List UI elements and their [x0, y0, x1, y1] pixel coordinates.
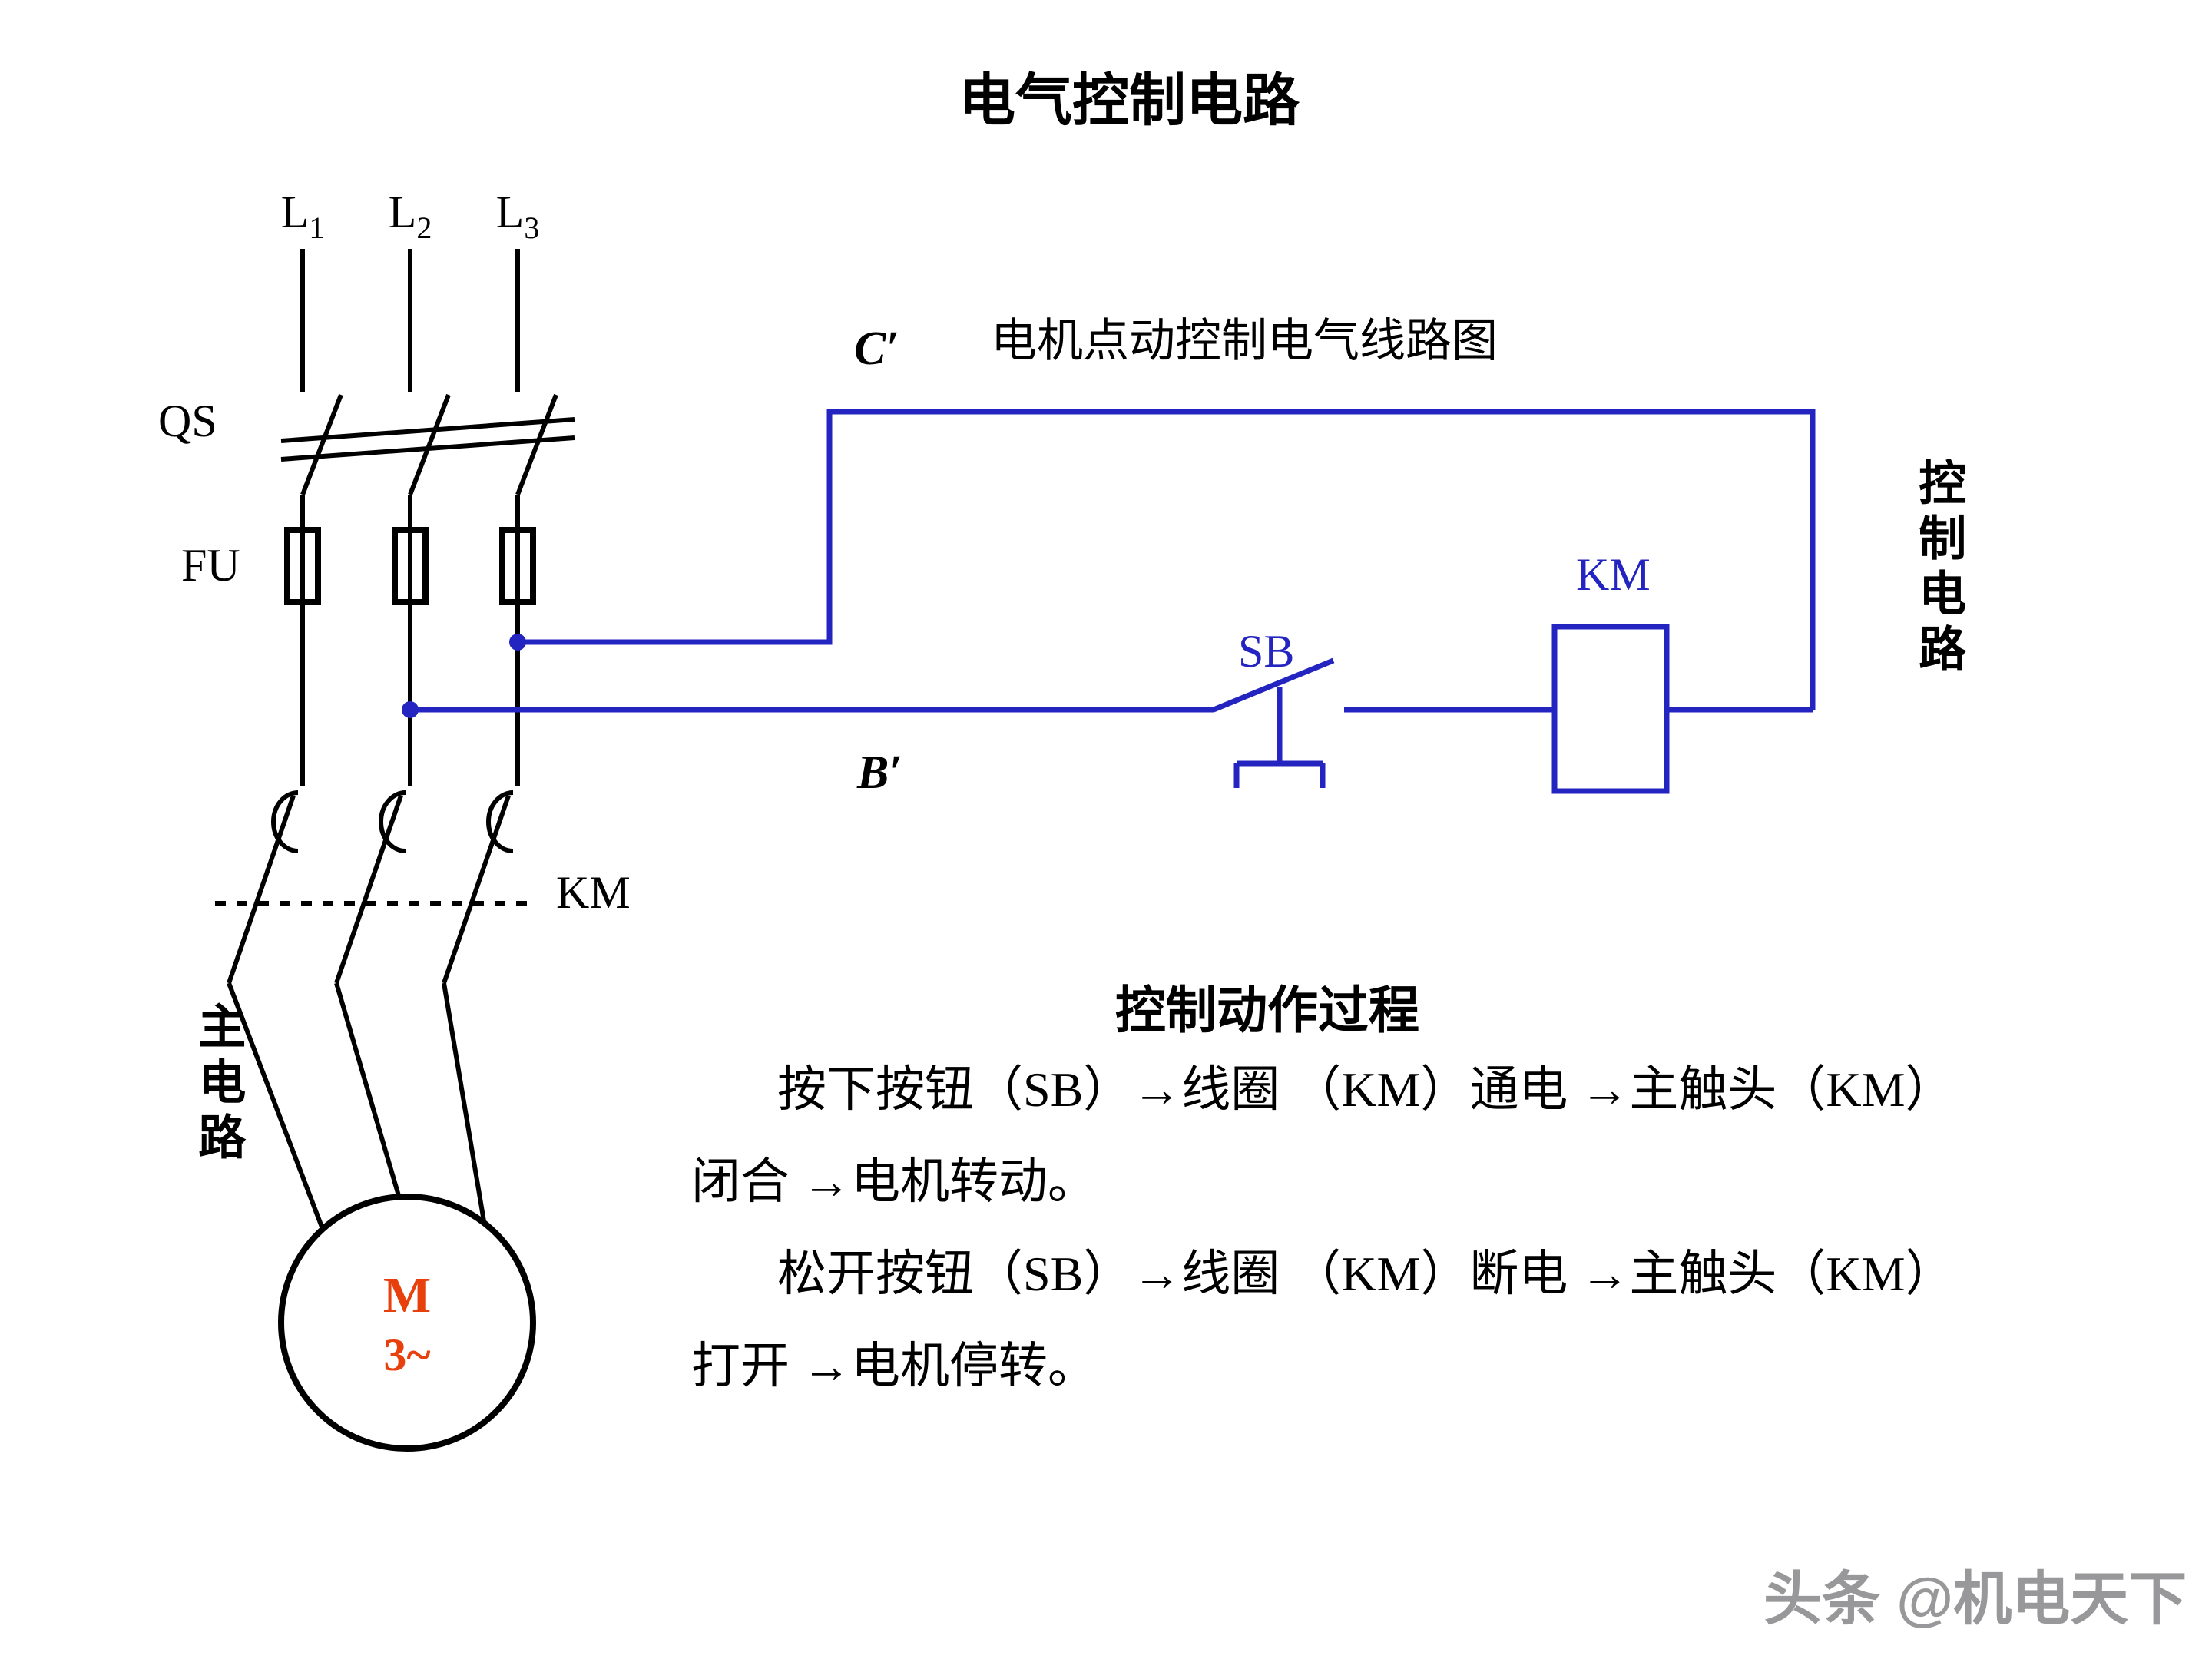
- qs-linkage-line-1: [280, 417, 575, 443]
- sb-label: SB: [1238, 627, 1295, 677]
- phase-letter: L: [388, 187, 417, 238]
- process-heading: 控制动作过程: [1115, 982, 1419, 1038]
- phase-subscript: 2: [416, 212, 432, 246]
- junction-dot-l2: [402, 701, 419, 718]
- diagram-subtitle: 电机点动控制电气线路图: [991, 316, 1498, 367]
- control-circuit-vertical-label: 控制电路: [1911, 458, 1965, 679]
- phase-label-l2: L2: [376, 187, 444, 246]
- sb-button-blade: [1212, 657, 1335, 713]
- motor-circle: [278, 1194, 536, 1452]
- process-line-3: 松开按钮（SB）→线圈 （KM）断电 →主触头（KM）: [777, 1246, 1955, 1301]
- phase-letter: L: [280, 187, 310, 238]
- fu-label: FU: [181, 541, 240, 591]
- km-contact-blade-2: [334, 795, 403, 984]
- main-circuit-vertical-label: 主电路: [190, 1002, 245, 1167]
- page-title: 电气控制电路: [959, 69, 1300, 132]
- fuse-2: [392, 527, 429, 605]
- phase-label-l3: L3: [484, 187, 551, 246]
- km-coil: [1551, 624, 1670, 794]
- phase-letter: L: [495, 187, 525, 238]
- qs-linkage-line-2: [280, 435, 575, 462]
- km-contact-arc-2: [379, 790, 406, 853]
- node-b-label: B′: [857, 745, 902, 799]
- qs-label: QS: [158, 396, 217, 447]
- km-contact-blade-3: [442, 795, 511, 984]
- motor-m-label: M: [382, 1269, 432, 1324]
- phase-subscript: 1: [309, 212, 325, 246]
- fuse-1: [284, 527, 321, 605]
- process-line-1: 按下按钮（SB）→线圈 （KM）通电 →主触头（KM）: [777, 1061, 1955, 1117]
- motor-lead-1: [227, 982, 325, 1230]
- watermark: 头条 @机电天下: [1763, 1568, 2187, 1633]
- motor-lead-3: [442, 982, 486, 1222]
- fuse-3: [499, 527, 536, 605]
- control-wire-top: [518, 409, 1816, 710]
- km-contact-blade-1: [227, 795, 296, 984]
- process-line-2: 闭合 →电机转动。: [691, 1154, 1098, 1209]
- sb-button-actuator: [1233, 687, 1326, 788]
- junction-dot-l3: [509, 634, 526, 651]
- phase-subscript: 3: [524, 212, 540, 246]
- qs-blade-2: [408, 393, 451, 496]
- motor-lead-2: [334, 982, 402, 1199]
- phase-label-l1: L1: [269, 187, 336, 246]
- qs-blade-1: [300, 393, 343, 496]
- node-c-label: C′: [854, 321, 899, 375]
- qs-blade-3: [515, 393, 558, 496]
- km-contact-arc-1: [271, 790, 299, 853]
- motor-phase-label: 3~: [383, 1330, 431, 1381]
- km-contact-arc-3: [486, 790, 514, 853]
- process-line-4: 打开 →电机停转。: [691, 1338, 1098, 1393]
- km-coil-label: KM: [1576, 550, 1651, 601]
- km-main-contacts-label: KM: [556, 868, 631, 919]
